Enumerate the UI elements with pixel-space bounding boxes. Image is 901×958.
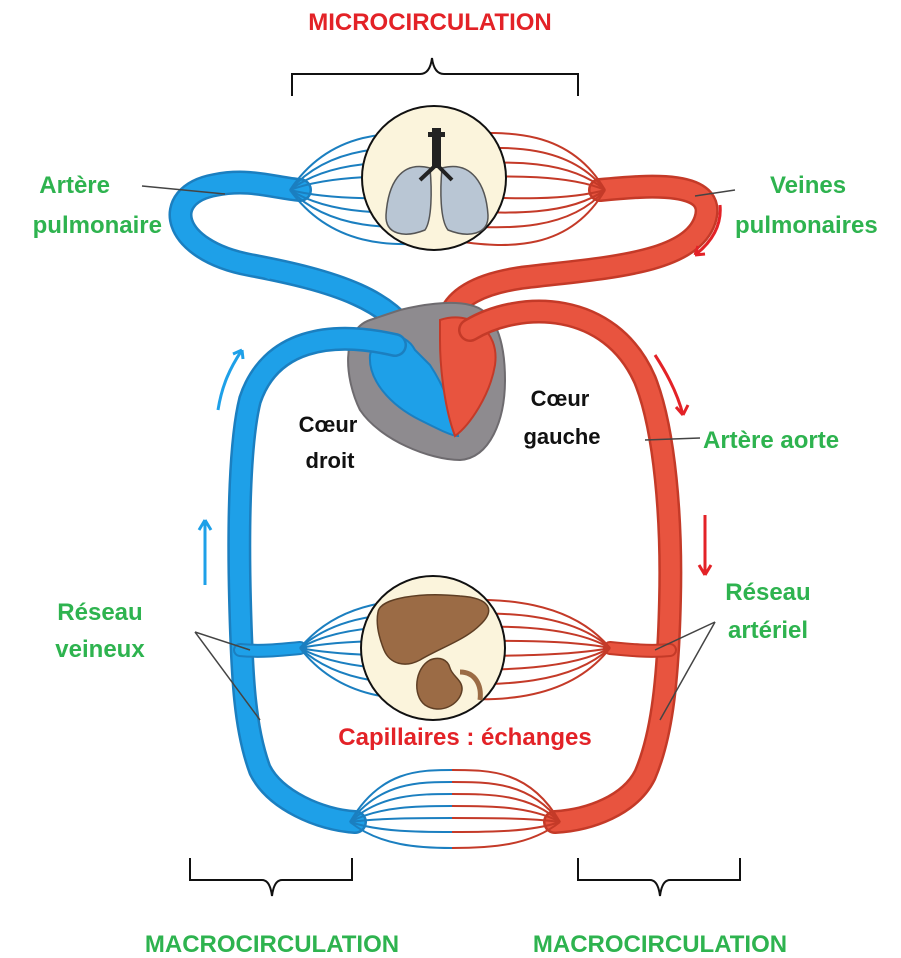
coeur-droit-label-1: Cœur (299, 412, 358, 437)
lungs-icon (362, 106, 506, 250)
veines-pulmonaires-label-1: Veines (770, 172, 846, 199)
reseau-veineux-label-1: Réseau (57, 599, 142, 626)
coeur-droit-label-2: droit (306, 448, 356, 473)
reseau-veineux-label-2: veineux (55, 636, 145, 663)
artere-aorte-label: Artère aorte (703, 427, 839, 454)
macrocirculation-left-bracket (190, 858, 352, 896)
bottom-capillaries (350, 770, 560, 848)
macrocirculation-right-bracket (578, 858, 740, 896)
microcirculation-bracket (292, 58, 578, 96)
liver-kidney-icon (361, 576, 505, 720)
macrocirculation-right-label: MACROCIRCULATION (533, 931, 787, 958)
veines-pulmonaires-label-2: pulmonaires (735, 212, 878, 239)
coeur-gauche-label-1: Cœur (531, 386, 590, 411)
macrocirculation-left-label: MACROCIRCULATION (145, 931, 399, 958)
reseau-arteriel-label-2: artériel (728, 617, 808, 644)
coeur-gauche-label-2: gauche (523, 424, 600, 449)
capillaires-label: Capillaires : échanges (338, 724, 591, 751)
microcirculation-label: MICROCIRCULATION (308, 9, 552, 36)
reseau-arteriel-label-1: Réseau (725, 579, 810, 606)
artere-pulmonaire-label-2: pulmonaire (33, 212, 162, 239)
artere-pulmonaire-label-1: Artère (39, 172, 110, 199)
